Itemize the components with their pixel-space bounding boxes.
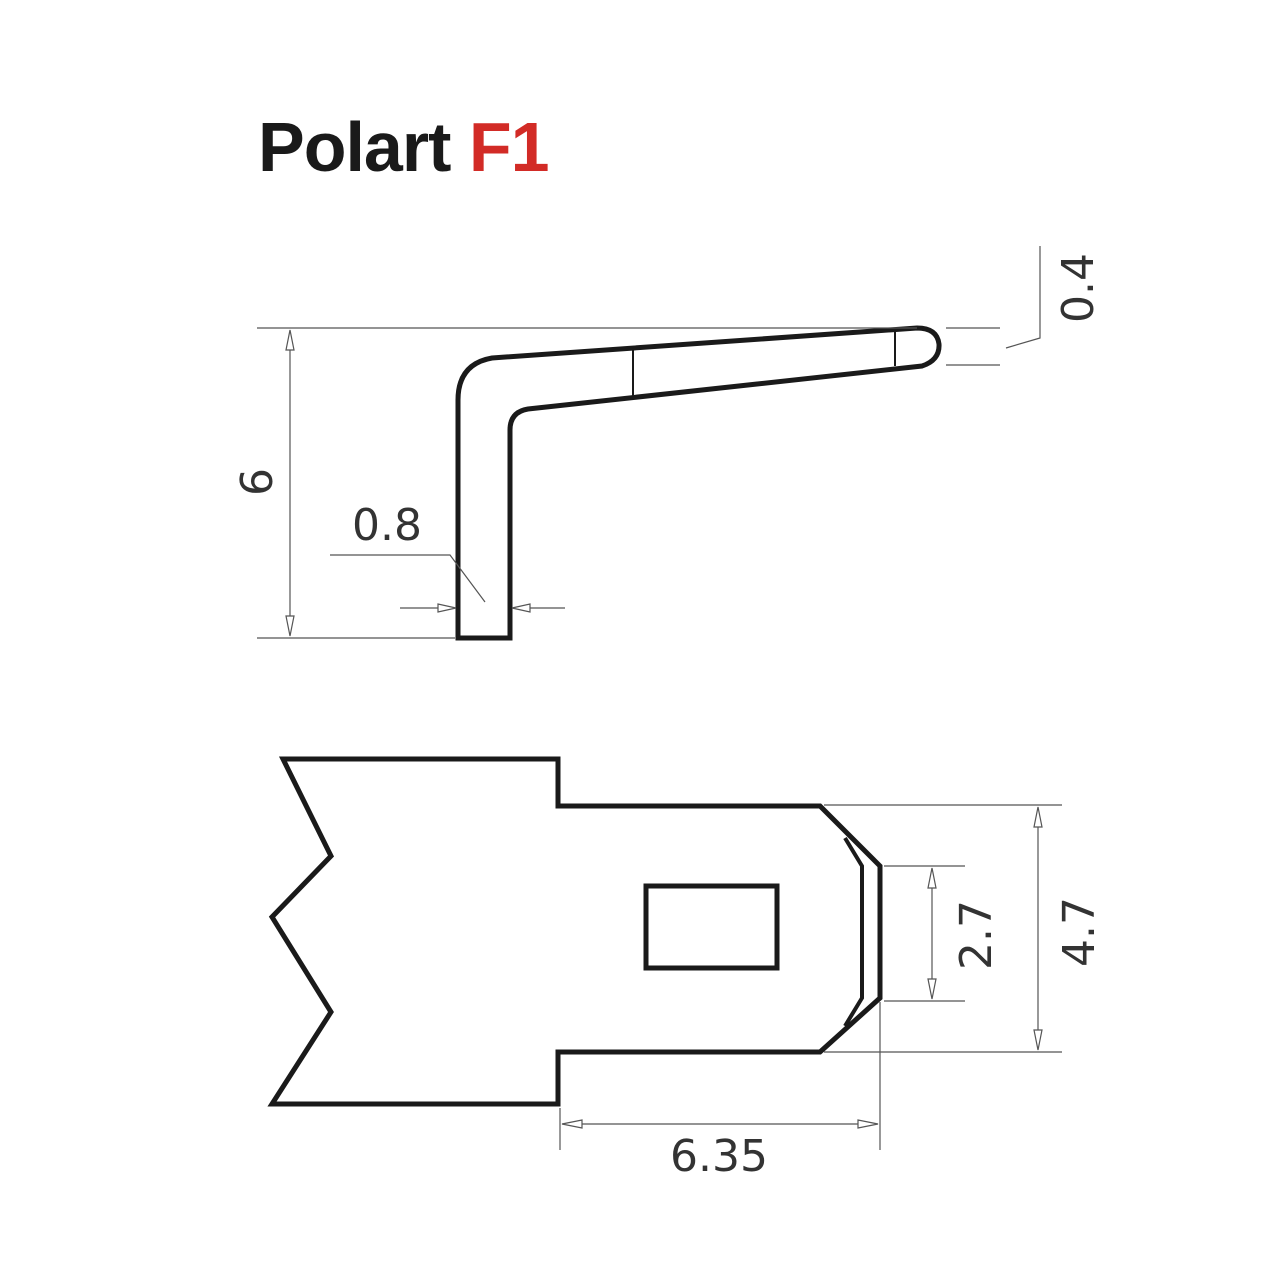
hole-width-label: 2.7	[951, 900, 1002, 970]
hole-width-dimension: 2.7	[884, 865, 1002, 1002]
tip-thickness-dimension: 0.4	[946, 246, 1104, 366]
title-model: F1	[468, 108, 550, 186]
height-dimension: 6	[232, 327, 917, 639]
locking-hole	[643, 883, 780, 971]
top-view: 2.7 4.7 6.35	[267, 756, 1105, 1182]
tab-width-dimension: 4.7	[824, 804, 1105, 1053]
tab-length-label: 6.35	[670, 1131, 768, 1182]
side-view-outline	[455, 325, 942, 641]
material-thickness-label: 0.8	[352, 500, 422, 551]
page-title: Polart F1	[258, 112, 550, 182]
height-label: 6	[232, 468, 283, 496]
material-thickness-dimension: 0.8	[330, 500, 565, 613]
top-view-chamfer	[843, 836, 864, 1028]
title-brand: Polart	[258, 108, 451, 186]
tip-thickness-label: 0.4	[1053, 253, 1104, 323]
tab-length-dimension: 6.35	[559, 1002, 881, 1182]
side-view: 6 0.4 0.8	[232, 246, 1104, 641]
tab-width-label: 4.7	[1054, 897, 1105, 967]
top-view-outline	[267, 756, 883, 1107]
